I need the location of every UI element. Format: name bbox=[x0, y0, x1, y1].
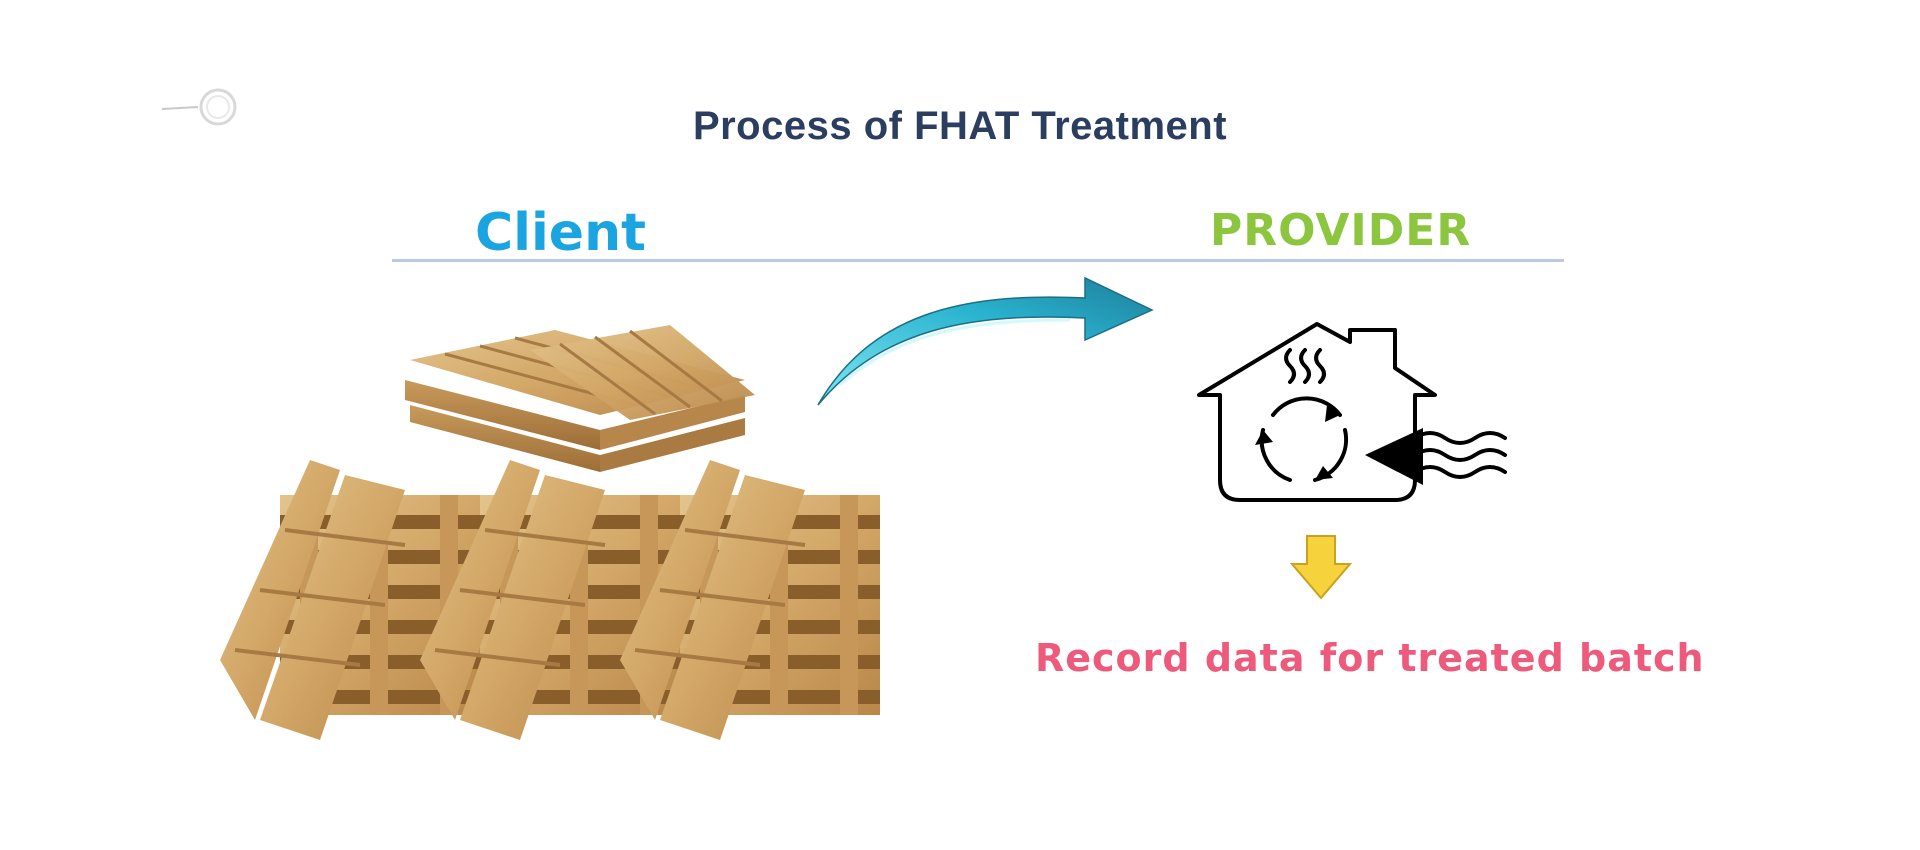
provider-label: PROVIDER bbox=[1210, 205, 1472, 256]
wooden-pallets-image bbox=[220, 325, 880, 740]
record-data-label: Record data for treated batch bbox=[1035, 636, 1705, 680]
page-title: Process of FHAT Treatment bbox=[692, 104, 1228, 148]
heat-treatment-house-icon bbox=[1197, 322, 1507, 502]
curved-arrow-icon bbox=[817, 276, 1154, 406]
down-arrow-icon bbox=[1290, 535, 1352, 600]
client-label: Client bbox=[475, 203, 646, 263]
magnifier-logo-icon bbox=[161, 88, 237, 126]
divider-line bbox=[392, 259, 1564, 262]
